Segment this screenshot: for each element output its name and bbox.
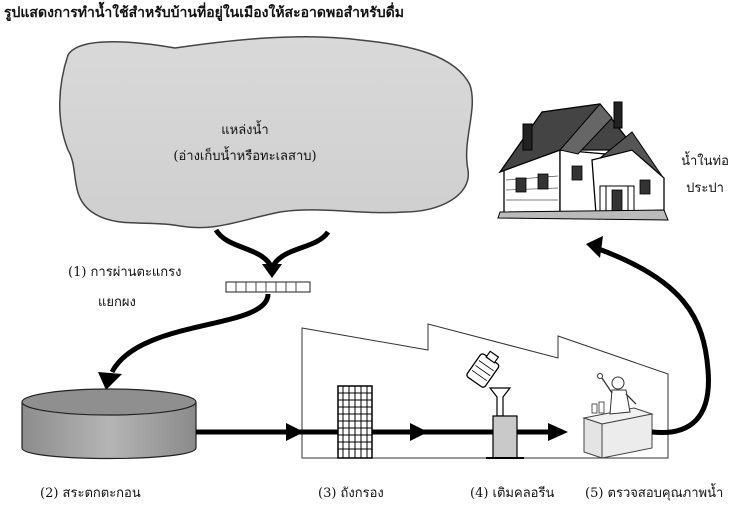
house-label-line2: ประปา xyxy=(686,181,724,196)
step-3-label: (3) ถังกรอง xyxy=(318,486,384,501)
pipeline-arrow-2 xyxy=(410,423,428,441)
source-outflow-right xyxy=(269,230,331,270)
source-subtitle-wrap: (อ่างเก็บน้ำหรือทะเลสาบ) xyxy=(150,148,340,165)
house-arrowhead xyxy=(586,236,603,258)
screen-to-tank-arrow xyxy=(109,293,271,374)
tank-arrowhead xyxy=(98,372,122,390)
step-1-label: (1) การผ่านตะแกรง xyxy=(68,265,182,280)
step-4-label: (4) เติมคลอรีน xyxy=(470,486,555,501)
step-5-label: (5) ตรวจสอบคุณภาพน้ำ xyxy=(585,486,724,501)
diagram-title: รูปแสดงการทำน้ำใช้สำหรับบ้านที่อยู่ในเมื… xyxy=(4,5,404,21)
source-outflow-left xyxy=(213,228,275,270)
settling-tank-icon xyxy=(21,388,197,460)
step-2-label: (2) สระตกตะกอน xyxy=(40,486,141,501)
filter-tank-icon xyxy=(337,385,373,459)
water-source-cloud xyxy=(59,35,474,229)
screen-grating-icon xyxy=(225,281,311,293)
pipeline-arrow-3 xyxy=(548,423,568,441)
screen-arrowhead xyxy=(262,264,282,278)
chlorine-bottle-icon xyxy=(466,350,524,459)
quality-test-station-icon xyxy=(582,373,654,459)
house-icon xyxy=(497,101,669,221)
source-label: แหล่งน้ำ xyxy=(185,122,305,139)
step-1-sublabel: แยกผง xyxy=(98,295,136,310)
source-name: แหล่งน้ำ xyxy=(221,123,269,138)
pipeline-arrow-1 xyxy=(286,423,304,441)
house-label-line1: น้ำในท่อ xyxy=(681,154,729,169)
plant-to-house-arrow xyxy=(595,245,711,436)
source-subtitle: (อ่างเก็บน้ำหรือทะเลสาบ) xyxy=(173,149,317,164)
